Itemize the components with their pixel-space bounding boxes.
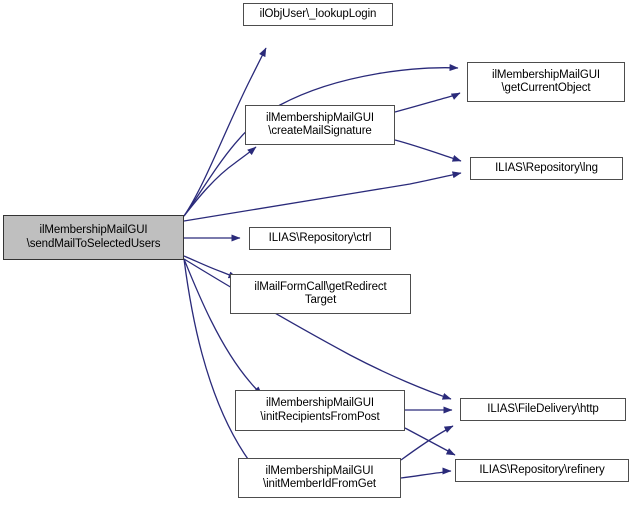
graph-node-ctrl[interactable]: ILIAS\Repository\ctrl — [249, 227, 391, 250]
graph-node-label: ilMembershipMailGUI \createMailSignature — [265, 111, 374, 138]
graph-node-label: ILIAS\Repository\refinery — [479, 463, 605, 476]
graph-node-label: ILIAS\FileDelivery\http — [487, 402, 599, 415]
graph-node-getRedirectTarget[interactable]: ilMailFormCall\getRedirect Target — [230, 274, 411, 314]
call-edge — [400, 425, 454, 461]
call-edge — [183, 146, 257, 217]
graph-node-label: ilMembershipMailGUI \initRecipientsFromP… — [260, 397, 380, 423]
graph-node-label: ilMembershipMailGUI \getCurrentObject — [491, 68, 600, 95]
graph-node-initMemberIdFromGet[interactable]: ilMembershipMailGUI \initMemberIdFromGet — [238, 458, 401, 498]
graph-node-lng[interactable]: ILIAS\Repository\lng — [470, 157, 623, 180]
graph-node-label: ilMembershipMailGUI \initMemberIdFromGet — [262, 464, 377, 491]
call-edge — [400, 467, 452, 479]
graph-node-http[interactable]: ILIAS\FileDelivery\http — [460, 398, 626, 421]
graph-node-label: ilObjUser\_lookupLogin — [259, 7, 377, 20]
call-edge — [394, 139, 462, 162]
call-edge — [404, 427, 456, 456]
graph-node-label: ilMailFormCall\getRedirect Target — [254, 280, 387, 307]
graph-node-root[interactable]: ilMembershipMailGUI \sendMailToSelectedU… — [3, 215, 184, 260]
graph-node-label: ILIAS\Repository\ctrl — [268, 231, 372, 244]
graph-node-label: ilMembershipMailGUI \sendMailToSelectedU… — [26, 224, 161, 250]
graph-node-label: ILIAS\Repository\lng — [495, 161, 598, 174]
graph-node-createMailSignature[interactable]: ilMembershipMailGUI \createMailSignature — [245, 105, 395, 145]
call-edge — [183, 171, 462, 222]
graph-node-refinery[interactable]: ILIAS\Repository\refinery — [455, 459, 629, 482]
call-edge — [394, 92, 461, 113]
graph-node-lookupLogin[interactable]: ilObjUser\_lookupLogin — [243, 3, 393, 26]
graph-node-initRecipientsFromPost[interactable]: ilMembershipMailGUI \initRecipientsFromP… — [235, 390, 405, 431]
graph-node-getCurrentObject[interactable]: ilMembershipMailGUI \getCurrentObject — [467, 62, 625, 102]
